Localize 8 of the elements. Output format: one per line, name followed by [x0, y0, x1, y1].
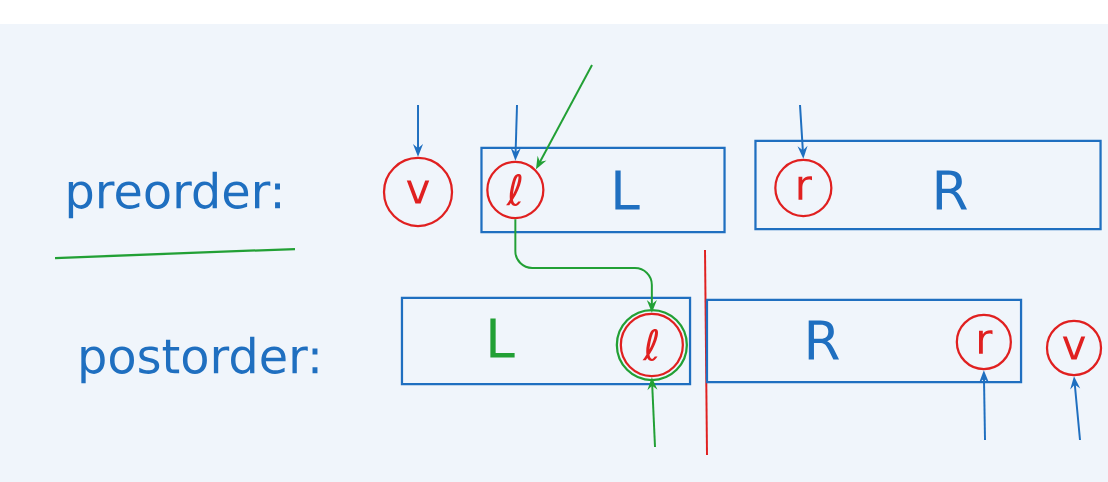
row-label: postorder:: [81, 336, 318, 384]
circled-letter: ℓ: [615, 308, 688, 382]
row-label: preorder:: [68, 171, 280, 219]
circled-letter: ℓ: [486, 160, 545, 220]
circled-letter: r: [774, 158, 833, 218]
circled-letter: v: [1045, 319, 1103, 377]
circled-letter: v: [382, 156, 454, 228]
circled-letter: r: [955, 313, 1012, 371]
